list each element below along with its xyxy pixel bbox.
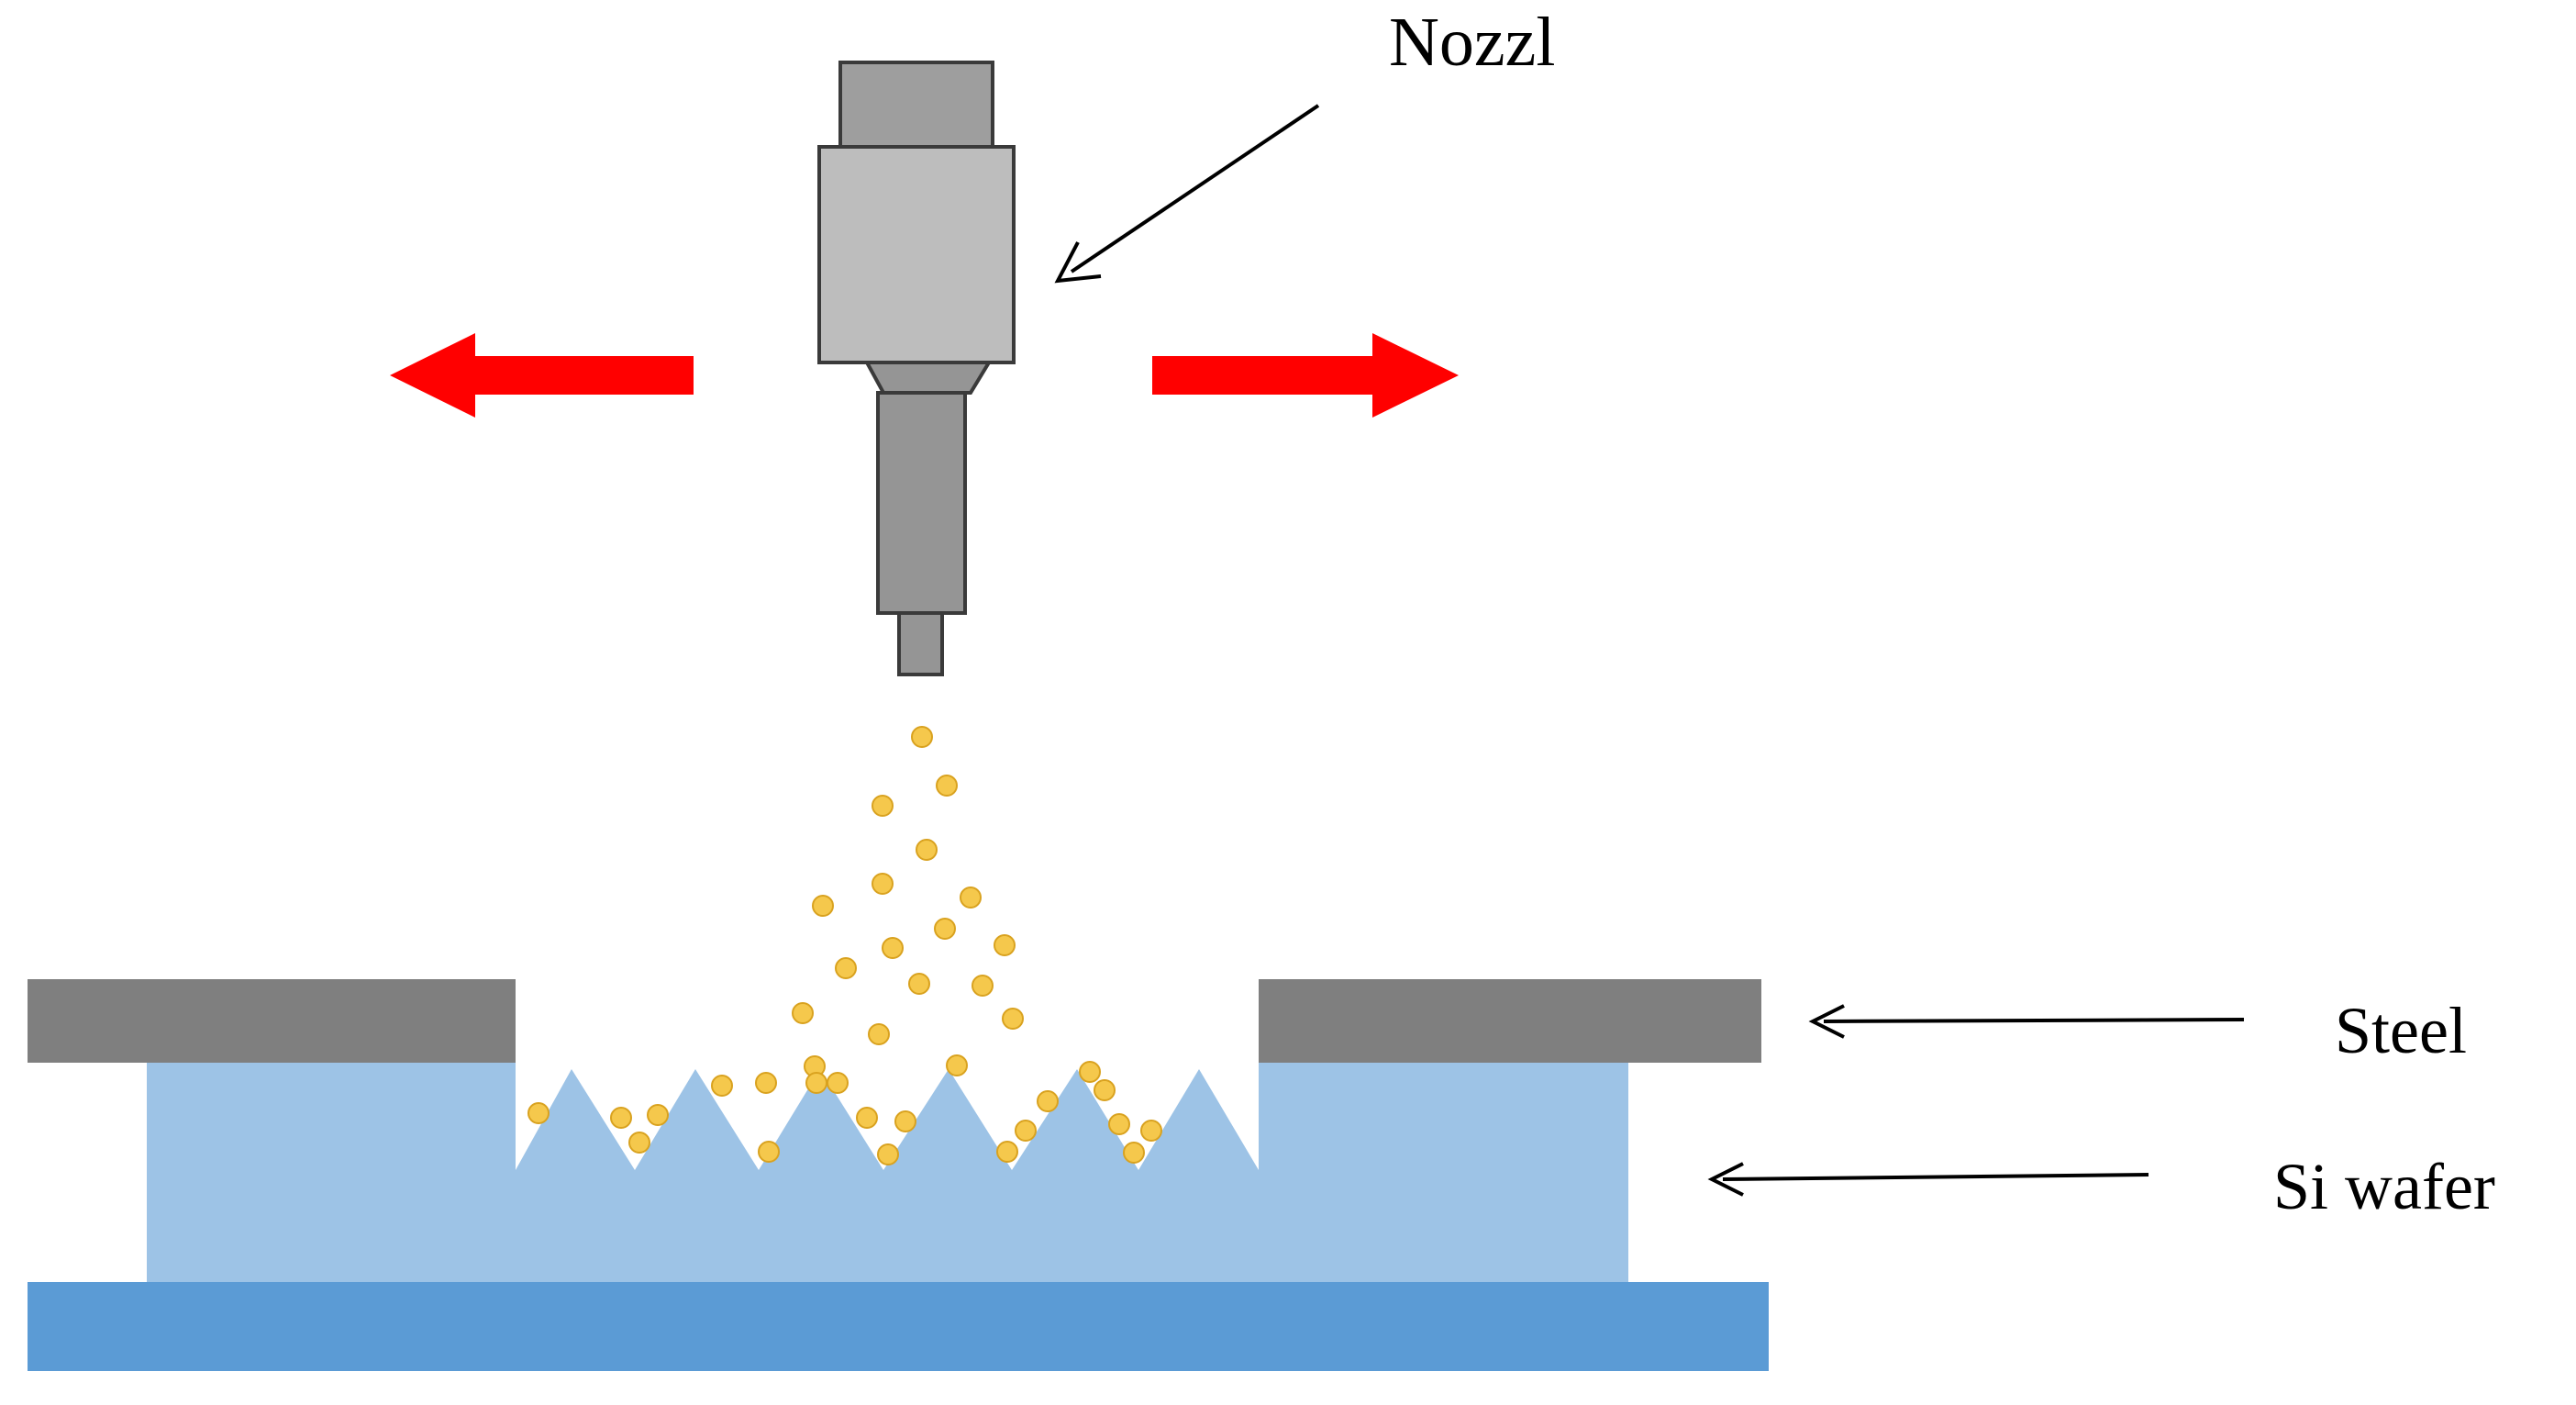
particle (610, 1107, 632, 1129)
steel-mask-left (28, 979, 516, 1063)
particle (805, 1072, 827, 1094)
particle (527, 1102, 550, 1124)
steel-pointer-head (1808, 1004, 1845, 1039)
particle (711, 1075, 733, 1097)
particle (960, 886, 982, 909)
nozzle (817, 61, 1016, 676)
particle (1108, 1113, 1130, 1135)
particle (996, 1141, 1018, 1163)
particle (827, 1072, 849, 1094)
steel-mask-right (1259, 979, 1761, 1063)
particle (1094, 1079, 1116, 1101)
particle (994, 934, 1016, 956)
particle (934, 918, 956, 940)
particle (882, 937, 904, 959)
particle-spray (527, 726, 1162, 1165)
particle (1015, 1120, 1037, 1142)
particle (835, 957, 857, 979)
nozzle-body (817, 145, 1016, 364)
particle (946, 1054, 968, 1076)
nozzle-tip (897, 611, 944, 676)
particle (1079, 1061, 1101, 1083)
nozzle-pointer-head (1054, 241, 1102, 284)
particle (1002, 1008, 1024, 1030)
particle (916, 839, 938, 861)
particle (911, 726, 933, 748)
steel-label: Steel (2335, 994, 2467, 1067)
particle (1123, 1142, 1145, 1164)
nozzle-pointer-line (1070, 104, 1320, 273)
si-wafer-pointer-line (1722, 1173, 2149, 1181)
particle (758, 1141, 780, 1163)
particle (868, 1023, 890, 1045)
particle (936, 775, 958, 797)
si-wafer-pointer-head (1707, 1162, 1744, 1197)
particle (812, 895, 834, 917)
nozzle-cap (838, 61, 994, 149)
steel-pointer-line (1823, 1018, 2245, 1023)
particle (872, 873, 894, 895)
nozzle-label: Nozzl (1389, 4, 1556, 81)
particle (792, 1002, 814, 1024)
si-wafer (147, 1063, 1628, 1282)
particle (894, 1110, 916, 1132)
particle (628, 1132, 650, 1154)
particle (755, 1072, 777, 1094)
particle (1037, 1090, 1059, 1112)
particle (872, 795, 894, 817)
left-arrow-icon (390, 333, 694, 418)
nozzle-shaft (876, 391, 967, 615)
particle (1140, 1120, 1162, 1142)
base-plate (28, 1282, 1769, 1371)
particle (972, 975, 994, 997)
nozzle-taper (863, 361, 993, 395)
si-wafer-label: Si wafer (2273, 1150, 2495, 1223)
right-arrow-icon (1152, 333, 1459, 418)
leader-arrows (1054, 104, 2245, 1197)
particle (908, 973, 930, 995)
particle (647, 1104, 669, 1126)
particle (877, 1143, 899, 1165)
particle (856, 1107, 878, 1129)
